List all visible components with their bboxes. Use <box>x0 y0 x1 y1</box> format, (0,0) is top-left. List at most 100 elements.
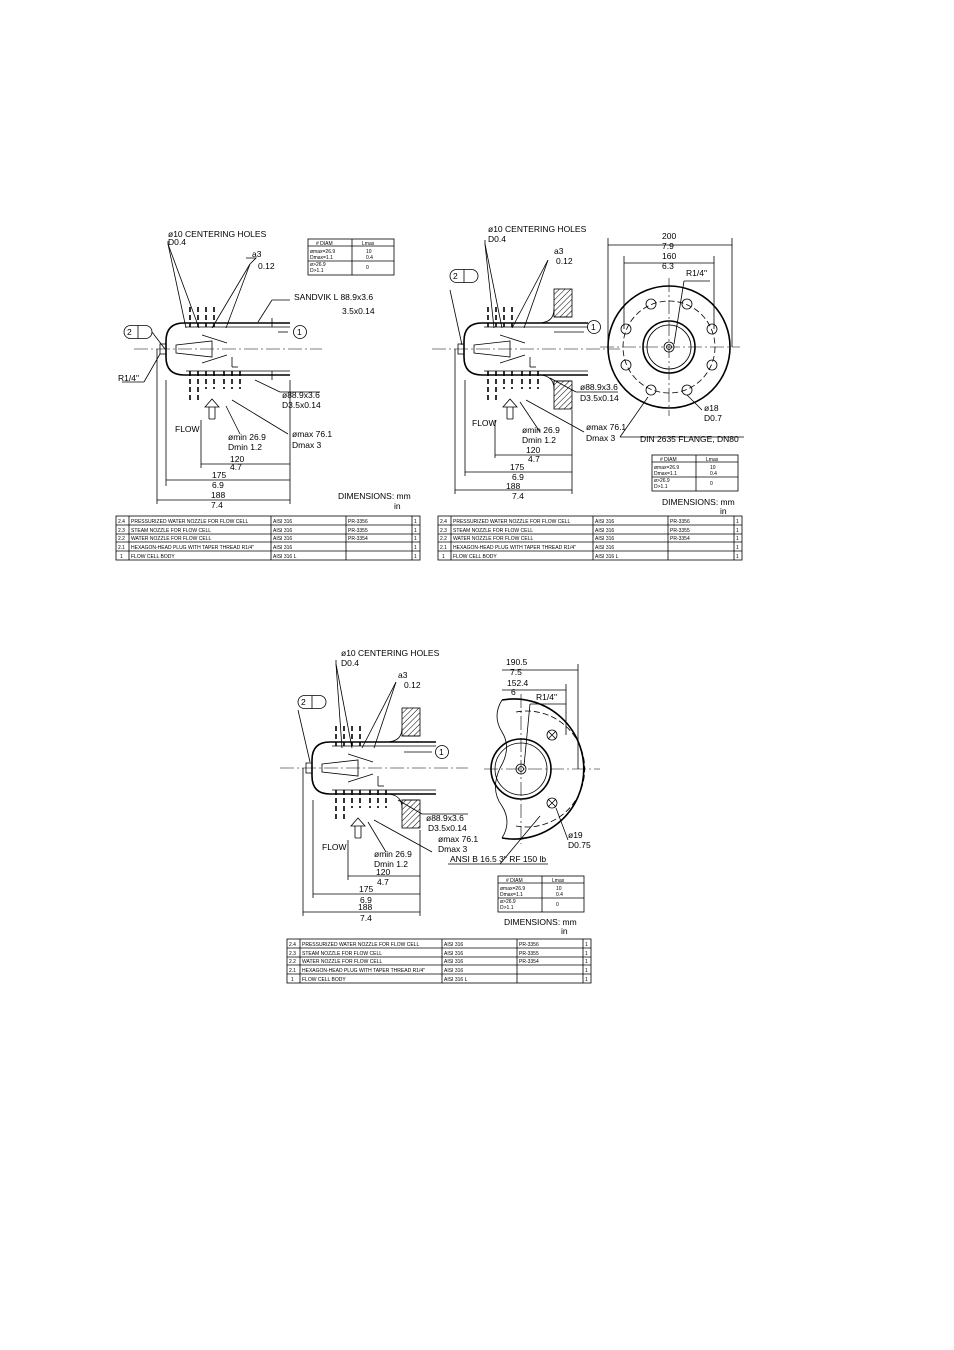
part-material: AISI 316 <box>444 942 463 948</box>
part-qty: 1 <box>414 554 417 560</box>
dim-120-in: 4.7 <box>230 462 242 472</box>
din-flange-front-view <box>600 238 744 438</box>
sandvik-label: SANDVIK L 88.9x3.6 <box>294 292 373 302</box>
svg-text:0: 0 <box>556 902 559 908</box>
part-material: AISI 316 <box>595 545 614 551</box>
drawing-3-side-view <box>279 660 469 916</box>
part-desc: PRESSURIZED WATER NOZZLE FOR FLOW CELL <box>453 519 570 525</box>
part-ref: PR-3354 <box>348 536 368 542</box>
part-item: 1 <box>120 554 123 560</box>
dim-120-in: 4.7 <box>377 877 389 887</box>
drawing-2-side-view <box>431 240 621 494</box>
part-material: AISI 316 <box>444 968 463 974</box>
svg-text:Lmax: Lmax <box>362 241 375 247</box>
part-qty: 1 <box>585 968 588 974</box>
svg-text:ømax=26.9: ømax=26.9 <box>654 465 679 471</box>
part-qty: 1 <box>585 959 588 965</box>
part-ref: PR-3356 <box>670 519 690 525</box>
part-material: AISI 316 L <box>444 977 468 983</box>
dim-120-mm: 120 <box>526 445 540 455</box>
dim-175-mm: 175 <box>510 462 524 472</box>
weld-table-text-d1: # DIAM Lmax ømax=26.9 Dmax=1.1 10 0.4 ø>… <box>310 241 375 274</box>
centering-holes-label: ø10 CENTERING HOLES <box>341 648 440 658</box>
ansi-standard: ANSI B 16.5 3" RF 150 lb <box>450 854 546 864</box>
weld-table-text-d3: # DIAM Lmax ømax=26.9 Dmax=1.1 10 0.4 ø>… <box>500 878 565 911</box>
max-dia-mm: ømax 76.1 <box>438 834 478 844</box>
tube-dim-in: D3.5x0.14 <box>580 393 619 403</box>
svg-text:10: 10 <box>710 465 716 471</box>
din-thread-label: R1/4" <box>686 268 707 278</box>
svg-text:Dmax=1.1: Dmax=1.1 <box>500 892 523 898</box>
max-dia-in: Dmax 3 <box>586 433 616 443</box>
part-desc: STEAM NOZZLE FOR FLOW CELL <box>302 951 382 957</box>
flow-label: FLOW <box>322 842 347 852</box>
dimensions-unit-in: in <box>720 506 727 516</box>
part-item: 2.2 <box>118 536 125 542</box>
part-qty: 1 <box>585 951 588 957</box>
svg-text:ømax=26.9: ømax=26.9 <box>310 249 335 255</box>
part-qty: 1 <box>736 528 739 534</box>
part-material: AISI 316 <box>444 951 463 957</box>
part-material: AISI 316 <box>273 528 292 534</box>
centering-holes-in: D0.4 <box>488 234 506 244</box>
svg-text:0.4: 0.4 <box>710 471 717 477</box>
din-bolt-in: D0.7 <box>704 413 722 423</box>
dim-175-in: 6.9 <box>212 480 224 490</box>
min-dia-in: Dmin 1.2 <box>228 442 262 452</box>
balloon-2-text: 2 <box>301 697 306 707</box>
part-ref: PR-3355 <box>670 528 690 534</box>
part-material: AISI 316 L <box>595 554 619 560</box>
part-item: 2.3 <box>440 528 447 534</box>
din-od-mm: 200 <box>662 231 676 241</box>
part-desc: WATER NOZZLE FOR FLOW CELL <box>131 536 212 542</box>
balloon-1-text: 1 <box>591 322 596 332</box>
part-desc: PRESSURIZED WATER NOZZLE FOR FLOW CELL <box>302 942 419 948</box>
part-item: 2.4 <box>118 519 125 525</box>
part-desc: HEXAGON-HEAD PLUG WITH TAPER THREAD R1/4… <box>302 968 425 974</box>
part-ref: PR-3356 <box>519 942 539 948</box>
part-qty: 1 <box>736 554 739 560</box>
din-od-in: 7.9 <box>662 241 674 251</box>
part-ref: PR-3356 <box>348 519 368 525</box>
ansi-od-mm: 190.5 <box>506 657 528 667</box>
dim-120-in: 4.7 <box>528 454 540 464</box>
ansi-thread-label: R1/4" <box>536 692 557 702</box>
centering-holes-label: ø10 CENTERING HOLES <box>488 224 587 234</box>
part-item: 1 <box>442 554 445 560</box>
svg-text:Lmax: Lmax <box>706 457 719 463</box>
part-desc: PRESSURIZED WATER NOZZLE FOR FLOW CELL <box>131 519 248 525</box>
part-item: 2.4 <box>289 942 296 948</box>
part-qty: 1 <box>585 942 588 948</box>
surface-finish-in: 0.12 <box>258 261 275 271</box>
dim-175-in: 6.9 <box>512 472 524 482</box>
part-desc: WATER NOZZLE FOR FLOW CELL <box>453 536 534 542</box>
ansi-bolt-mm: ø19 <box>568 830 583 840</box>
part-ref: PR-3354 <box>519 959 539 965</box>
part-desc: STEAM NOZZLE FOR FLOW CELL <box>131 528 211 534</box>
part-material: AISI 316 <box>444 959 463 965</box>
dim-188-in: 7.4 <box>512 491 524 501</box>
balloon-1-text: 1 <box>439 747 444 757</box>
dim-188-mm: 188 <box>358 902 372 912</box>
part-item: 2.4 <box>440 519 447 525</box>
svg-text:0: 0 <box>710 481 713 487</box>
part-qty: 1 <box>414 519 417 525</box>
flow-label: FLOW <box>175 424 200 434</box>
balloon-1-text: 1 <box>297 327 302 337</box>
part-qty: 1 <box>585 977 588 983</box>
svg-text:ø>26.9: ø>26.9 <box>310 262 326 268</box>
part-material: AISI 316 <box>595 519 614 525</box>
din-bolt-mm: ø18 <box>704 403 719 413</box>
sandvik-in: 3.5x0.14 <box>342 306 375 316</box>
svg-text:0.4: 0.4 <box>556 892 563 898</box>
ansi-pcd-mm: 152.4 <box>507 678 529 688</box>
part-item: 2.3 <box>289 951 296 957</box>
min-dia-in: Dmin 1.2 <box>374 859 408 869</box>
part-item: 1 <box>291 977 294 983</box>
max-dia-in: Dmax 3 <box>438 844 468 854</box>
part-desc: WATER NOZZLE FOR FLOW CELL <box>302 959 383 965</box>
part-desc: FLOW CELL BODY <box>131 554 175 560</box>
surface-finish-in: 0.12 <box>404 680 421 690</box>
part-desc: HEXAGON-HEAD PLUG WITH TAPER THREAD R1/4… <box>131 545 254 551</box>
min-dia-in: Dmin 1.2 <box>522 435 556 445</box>
